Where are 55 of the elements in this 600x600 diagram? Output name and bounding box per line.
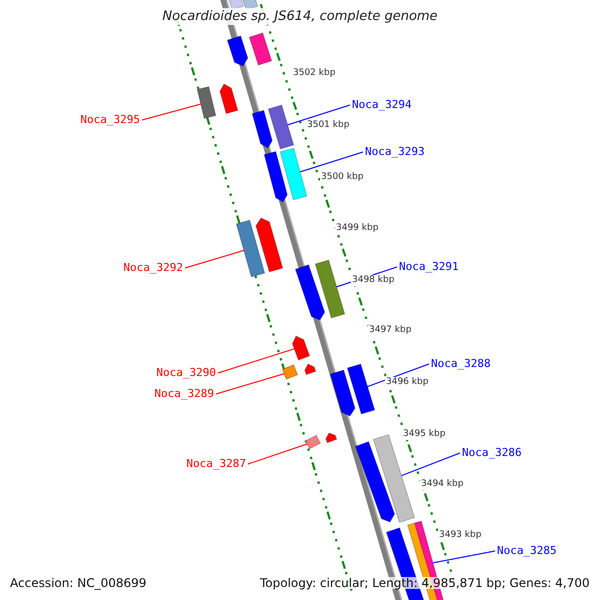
gene-block <box>294 264 326 320</box>
gene-block <box>255 218 284 272</box>
leader-line <box>432 550 496 564</box>
position-label: 3498 kbp <box>351 275 396 286</box>
position-label: 3495 kbp <box>402 429 446 440</box>
gene-label: Noca_3295 <box>80 114 140 125</box>
gene-block <box>314 260 346 318</box>
leader-line <box>300 152 364 172</box>
position-label: 3494 kbp <box>420 479 464 490</box>
gene-label: Noca_3286 <box>462 447 522 458</box>
gene-block <box>330 370 356 416</box>
gene-block <box>252 110 273 149</box>
leader-line <box>287 104 350 126</box>
gene-block <box>354 441 396 522</box>
gene-label: Noca_3288 <box>431 358 491 369</box>
gene-block <box>226 0 244 10</box>
gene-block <box>264 151 288 203</box>
leader-line <box>400 452 460 476</box>
leader-line <box>248 443 308 464</box>
gene-label: Noca_3291 <box>399 261 459 272</box>
position-label: 3493 kbp <box>438 530 482 541</box>
gene-label: Noca_3292 <box>123 262 183 273</box>
gene-block <box>280 148 308 200</box>
position-label: 3499 kbp <box>335 223 380 234</box>
gene-label: Noca_3289 <box>154 388 214 399</box>
position-label: 3502 kbp <box>292 68 336 79</box>
gene-block <box>219 83 238 114</box>
gene-label: Noca_3290 <box>156 367 216 378</box>
leader-line <box>367 364 430 388</box>
leader-line <box>142 104 202 120</box>
gene-block <box>282 364 298 380</box>
gene-block <box>196 86 216 119</box>
gene-block <box>268 104 294 150</box>
gene-block <box>236 220 266 278</box>
position-label: 3496 kbp <box>385 377 430 388</box>
gene-label: Noca_3293 <box>365 146 425 157</box>
position-label: 3500 kbp <box>320 172 364 183</box>
gene-block <box>325 432 338 444</box>
gene-block <box>226 35 248 66</box>
gene-block <box>304 363 316 376</box>
gene-block <box>248 32 272 66</box>
gene-block <box>305 434 321 450</box>
gene-block <box>292 335 310 361</box>
leader-line <box>218 348 296 374</box>
position-label: 3497 kbp <box>368 325 412 336</box>
gene-label: Noca_3294 <box>352 99 412 110</box>
leader-line <box>216 373 285 394</box>
gene-label: Noca_3285 <box>497 545 557 556</box>
genome-summary-text: Topology: circular; Length: 4,985,871 bp; Genes: 4,700 <box>260 577 590 589</box>
gene-block <box>240 0 258 10</box>
position-label: 3501 kbp <box>306 120 350 131</box>
gene-label: Noca_3287 <box>186 458 246 469</box>
leader-line <box>184 250 244 268</box>
gene-block <box>346 364 376 414</box>
accession-text: Accession: NC_008699 <box>10 577 146 589</box>
